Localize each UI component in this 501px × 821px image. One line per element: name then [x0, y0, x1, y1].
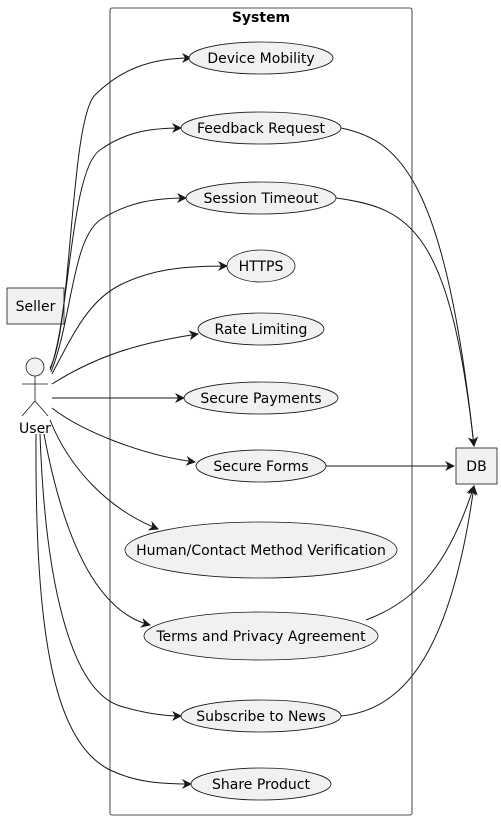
session-timeout-to-db-arrow — [335, 197, 478, 447]
connector-layer — [35, 53, 478, 789]
use-case-label: Rate Limiting — [215, 322, 308, 338]
db-label: DB — [466, 459, 486, 475]
use-case-ellipse — [180, 111, 342, 145]
use-case-ellipse — [226, 249, 296, 283]
use-case-ellipse — [188, 41, 334, 75]
feedback-request-to-db-arrow — [340, 127, 478, 447]
use-case-rate-limiting[interactable]: Rate Limiting — [197, 312, 325, 346]
use-case-ellipse — [183, 381, 339, 415]
use-case-label: Human/Contact Method Verification — [136, 543, 386, 559]
use-case-human-contact-method-verification[interactable]: Human/Contact Method Verification — [124, 521, 398, 579]
use-case-ellipse — [197, 312, 325, 346]
user-to-rate-limiting-arrow — [51, 330, 199, 385]
use-case-ellipse — [180, 699, 342, 733]
user-to-https-arrow — [51, 261, 228, 375]
use-case-subscribe-to-news[interactable]: Subscribe to News — [180, 699, 342, 733]
use-case-label: Device Mobility — [207, 51, 314, 67]
system-boundary: System — [109, 7, 413, 816]
user-to-secure-forms-arrow — [51, 407, 196, 466]
user-actor[interactable]: User — [19, 357, 51, 437]
user-to-share-product-arrow — [35, 433, 192, 789]
use-case-label: Subscribe to News — [196, 709, 326, 725]
system-title: System — [232, 10, 290, 26]
seller-label: Seller — [16, 299, 56, 315]
user-to-feedback-request-arrow — [49, 123, 182, 371]
use-case-label: Session Timeout — [203, 191, 319, 207]
use-case-ellipse — [195, 449, 327, 483]
use-case-feedback-request[interactable]: Feedback Request — [180, 111, 342, 145]
use-case-share-product[interactable]: Share Product — [190, 767, 332, 801]
use-case-label: Terms and Privacy Agreement — [155, 629, 366, 645]
seller-actor[interactable]: Seller — [6, 287, 65, 325]
use-case-label: Secure Payments — [200, 391, 321, 407]
use-case-label: HTTPS — [239, 259, 284, 275]
use-case-label: Feedback Request — [197, 121, 326, 137]
use-case-secure-forms[interactable]: Secure Forms — [195, 449, 327, 483]
use-case-ellipse — [124, 521, 398, 579]
user-stick-figure-icon — [21, 357, 49, 417]
user-to-subscribe-to-news-arrow — [39, 433, 182, 721]
subscribe-to-news-to-db-arrow — [340, 485, 478, 717]
use-case-label: Share Product — [212, 777, 311, 793]
user-to-terms-and-privacy-agreement-arrow — [43, 433, 151, 628]
terms-and-privacy-agreement-to-db-arrow — [365, 485, 476, 621]
use-case-ellipse — [190, 767, 332, 801]
use-case-terms-and-privacy-agreement[interactable]: Terms and Privacy Agreement — [143, 611, 379, 661]
user-to-human-contact-method-verification-arrow — [49, 419, 159, 531]
user-to-session-timeout-arrow — [50, 193, 187, 373]
use-case-secure-payments[interactable]: Secure Payments — [183, 381, 339, 415]
user-to-device-mobility-arrow — [49, 53, 192, 369]
db-actor[interactable]: DB — [455, 447, 498, 485]
use-case-label: Secure Forms — [213, 459, 308, 475]
use-case-ellipse — [185, 181, 337, 215]
use-case-session-timeout[interactable]: Session Timeout — [185, 181, 337, 215]
use-case-https[interactable]: HTTPS — [226, 249, 296, 283]
user-label: User — [19, 421, 51, 437]
use-case-ellipse — [143, 611, 379, 661]
use-case-device-mobility[interactable]: Device Mobility — [188, 41, 334, 75]
